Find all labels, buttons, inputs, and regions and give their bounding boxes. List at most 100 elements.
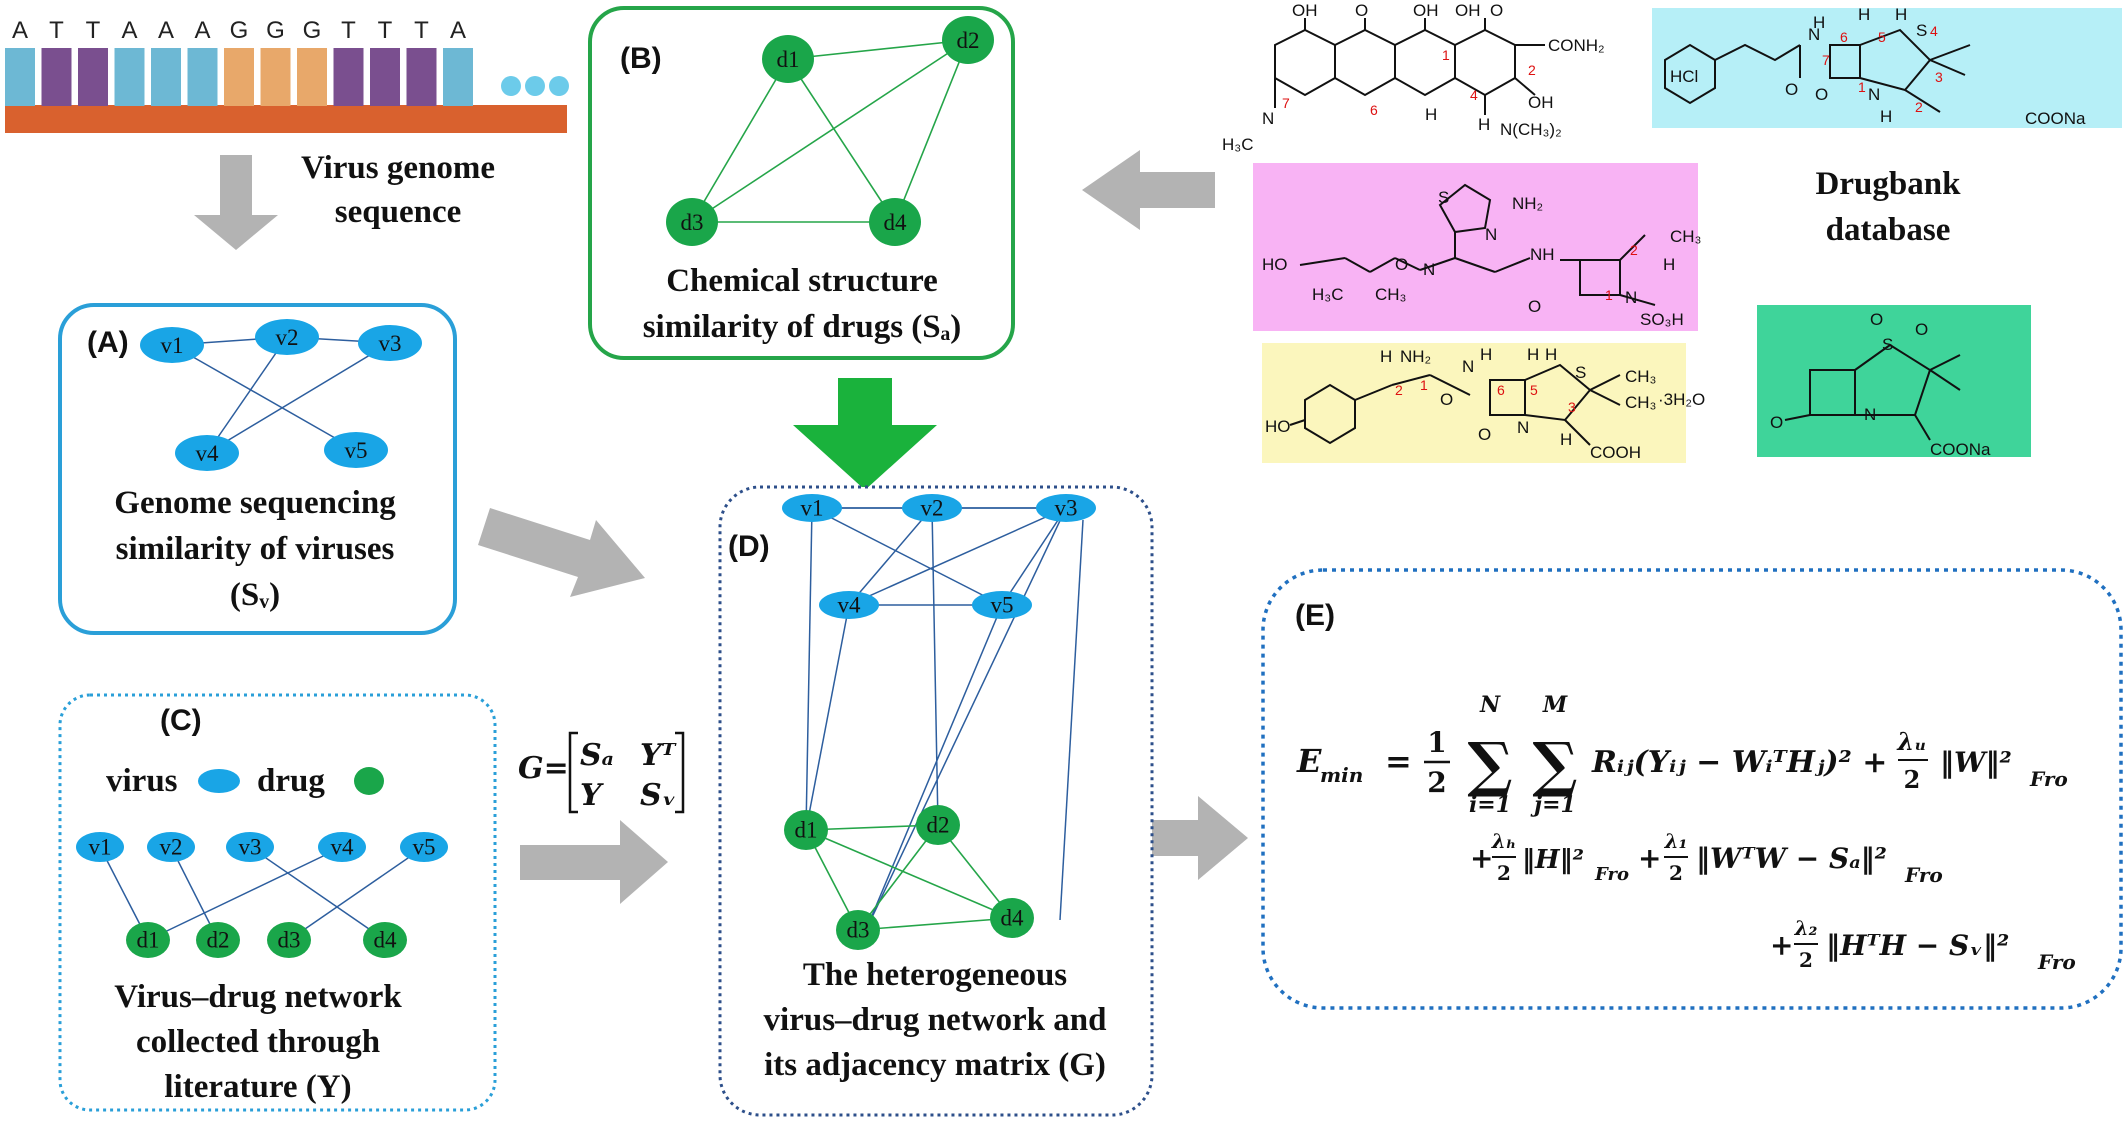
formula-sum2: ∑ bbox=[1532, 730, 1577, 800]
virus-node-label: v1 bbox=[89, 834, 112, 859]
panel-A-caption-line2: similarity of viruses bbox=[116, 531, 395, 567]
drug-node bbox=[916, 805, 960, 845]
chem-label: O bbox=[1440, 390, 1453, 409]
formula-half-den: 2 bbox=[1427, 766, 1446, 799]
chem-ring-number: 4 bbox=[1470, 87, 1478, 103]
drugbank-label-line1: Drugbank bbox=[1816, 166, 1962, 202]
virus-node-label: v1 bbox=[161, 333, 184, 358]
chem-label: NH₂ bbox=[1512, 194, 1543, 213]
chem-label: OH bbox=[1528, 93, 1554, 112]
drug-node-label: d4 bbox=[884, 210, 908, 235]
virus-node bbox=[902, 494, 962, 522]
genome-base-letter: T bbox=[49, 17, 64, 44]
chem-label: H bbox=[1880, 107, 1892, 126]
formula-half-num: 1 bbox=[1427, 726, 1446, 759]
objective-formula: E min = 1 2 ∑ N i=1 ∑ M j=1 Rᵢⱼ(Yᵢⱼ − Wᵢ… bbox=[1296, 692, 2076, 974]
chem-label: CH₃ bbox=[1670, 227, 1701, 246]
formula-l1-num: λ₁ bbox=[1664, 829, 1688, 853]
panel-D-caption-line1: The heterogeneous bbox=[803, 957, 1067, 993]
panel-B-edges bbox=[691, 39, 969, 223]
genome-base-bar bbox=[41, 48, 72, 106]
chem-ring-number: 2 bbox=[1528, 62, 1536, 78]
genome-base-bar bbox=[5, 48, 35, 106]
drug-node bbox=[836, 910, 880, 950]
chem-ring-number: 5 bbox=[1530, 382, 1538, 398]
chem-ring-number: 2 bbox=[1915, 99, 1923, 115]
formula-l2-num: λ₂ bbox=[1794, 916, 1818, 940]
chem-label: H bbox=[1813, 13, 1825, 32]
chem-ring-number: 6 bbox=[1840, 29, 1848, 45]
genome-base-letter: T bbox=[341, 17, 356, 44]
chem-label: OH bbox=[1455, 1, 1481, 20]
matrix-sv: Sᵥ bbox=[640, 778, 676, 813]
virus-node-label: v3 bbox=[1055, 495, 1078, 520]
structure-tetracycline-labels: OH O OH OH O CONH₂ OH N(CH₃)₂ N H₃C H H … bbox=[1222, 1, 1605, 154]
chem-ring-number: 1 bbox=[1420, 377, 1428, 393]
chem-ring-number: 6 bbox=[1370, 102, 1378, 118]
structure-penicillin bbox=[1664, 28, 1971, 113]
formula-plus-1: + bbox=[1470, 842, 1493, 875]
virus-node bbox=[76, 832, 124, 862]
formula-fro-1: Fro bbox=[2029, 767, 2068, 791]
chem-label: OH bbox=[1413, 1, 1439, 20]
panel-B-letter: (B) bbox=[620, 42, 662, 75]
arrow-genome-to-A bbox=[194, 155, 278, 250]
formula-lw-den: 2 bbox=[1904, 765, 1921, 794]
structure-sulbactam bbox=[1784, 343, 1961, 441]
genome-base-letter: A bbox=[121, 17, 137, 44]
chem-label: H bbox=[1895, 5, 1907, 24]
chem-ring-number: 3 bbox=[1568, 399, 1576, 415]
matrix-yt: Yᵀ bbox=[640, 738, 677, 773]
genome-backbone bbox=[5, 105, 567, 133]
chem-label: NH₂ bbox=[1400, 347, 1431, 366]
formula-lhs: E bbox=[1296, 742, 1322, 780]
formula-t1: ‖WᵀW − Sₐ‖² bbox=[1696, 842, 1887, 875]
genome-base-letter: T bbox=[378, 17, 393, 44]
matrix-y: Y bbox=[580, 778, 604, 813]
panel-E: (E) E min = 1 2 ∑ N i=1 ∑ M j=1 Rᵢⱼ(Yᵢⱼ … bbox=[1261, 568, 2123, 1010]
panel-E-letter: (E) bbox=[1295, 599, 1335, 632]
arrow-A-to-D bbox=[478, 508, 645, 597]
chem-label: O bbox=[1478, 425, 1491, 444]
virus-node bbox=[255, 319, 319, 355]
chem-label: CH₃ bbox=[1375, 285, 1406, 304]
genome-base-bar bbox=[370, 48, 400, 106]
matrix-left-bracket bbox=[568, 731, 578, 814]
chem-label: N bbox=[1423, 260, 1435, 279]
chem-label: COONa bbox=[2025, 109, 2086, 128]
genome-base-bar bbox=[224, 48, 254, 106]
drug-node bbox=[942, 16, 994, 64]
chem-ring-number: 4 bbox=[1930, 23, 1938, 39]
formula-sum1-bot: i=1 bbox=[1469, 792, 1511, 818]
panel-B-box bbox=[588, 6, 1015, 360]
panel-A-caption-line1: Genome sequencing bbox=[114, 485, 396, 521]
drug-node bbox=[762, 35, 814, 83]
chem-label: N bbox=[1864, 405, 1876, 424]
genome-label-line2: sequence bbox=[335, 194, 462, 230]
chem-label: OH bbox=[1292, 1, 1318, 20]
chem-label: H₃C bbox=[1222, 135, 1253, 154]
virus-node bbox=[147, 832, 195, 862]
virus-node-label: v5 bbox=[413, 834, 436, 859]
virus-node-label: v5 bbox=[991, 592, 1014, 617]
chem-label: H bbox=[1545, 345, 1557, 364]
chem-ring-number: 2 bbox=[1630, 242, 1638, 258]
chem-label: H bbox=[1663, 255, 1675, 274]
drug-node-label: d2 bbox=[927, 812, 950, 837]
formula-fro-4: Fro bbox=[2037, 950, 2076, 974]
drug-node bbox=[267, 922, 311, 958]
arrow-D-to-E bbox=[1150, 796, 1248, 880]
chemical-structures: OH O OH OH O CONH₂ OH N(CH₃)₂ N H₃C H H … bbox=[1222, 1, 2122, 463]
virus-node-label: v4 bbox=[331, 834, 355, 859]
chem-label: SO₃H bbox=[1640, 310, 1684, 329]
formula-sum1-top: N bbox=[1479, 692, 1501, 718]
formula-l2-den: 2 bbox=[1799, 948, 1813, 972]
genome-label-line1: Virus genome bbox=[301, 150, 495, 186]
drug-node-label: d3 bbox=[278, 927, 301, 952]
formula-sum1: ∑ bbox=[1467, 730, 1512, 800]
structure-amoxicillin bbox=[1289, 363, 1621, 446]
